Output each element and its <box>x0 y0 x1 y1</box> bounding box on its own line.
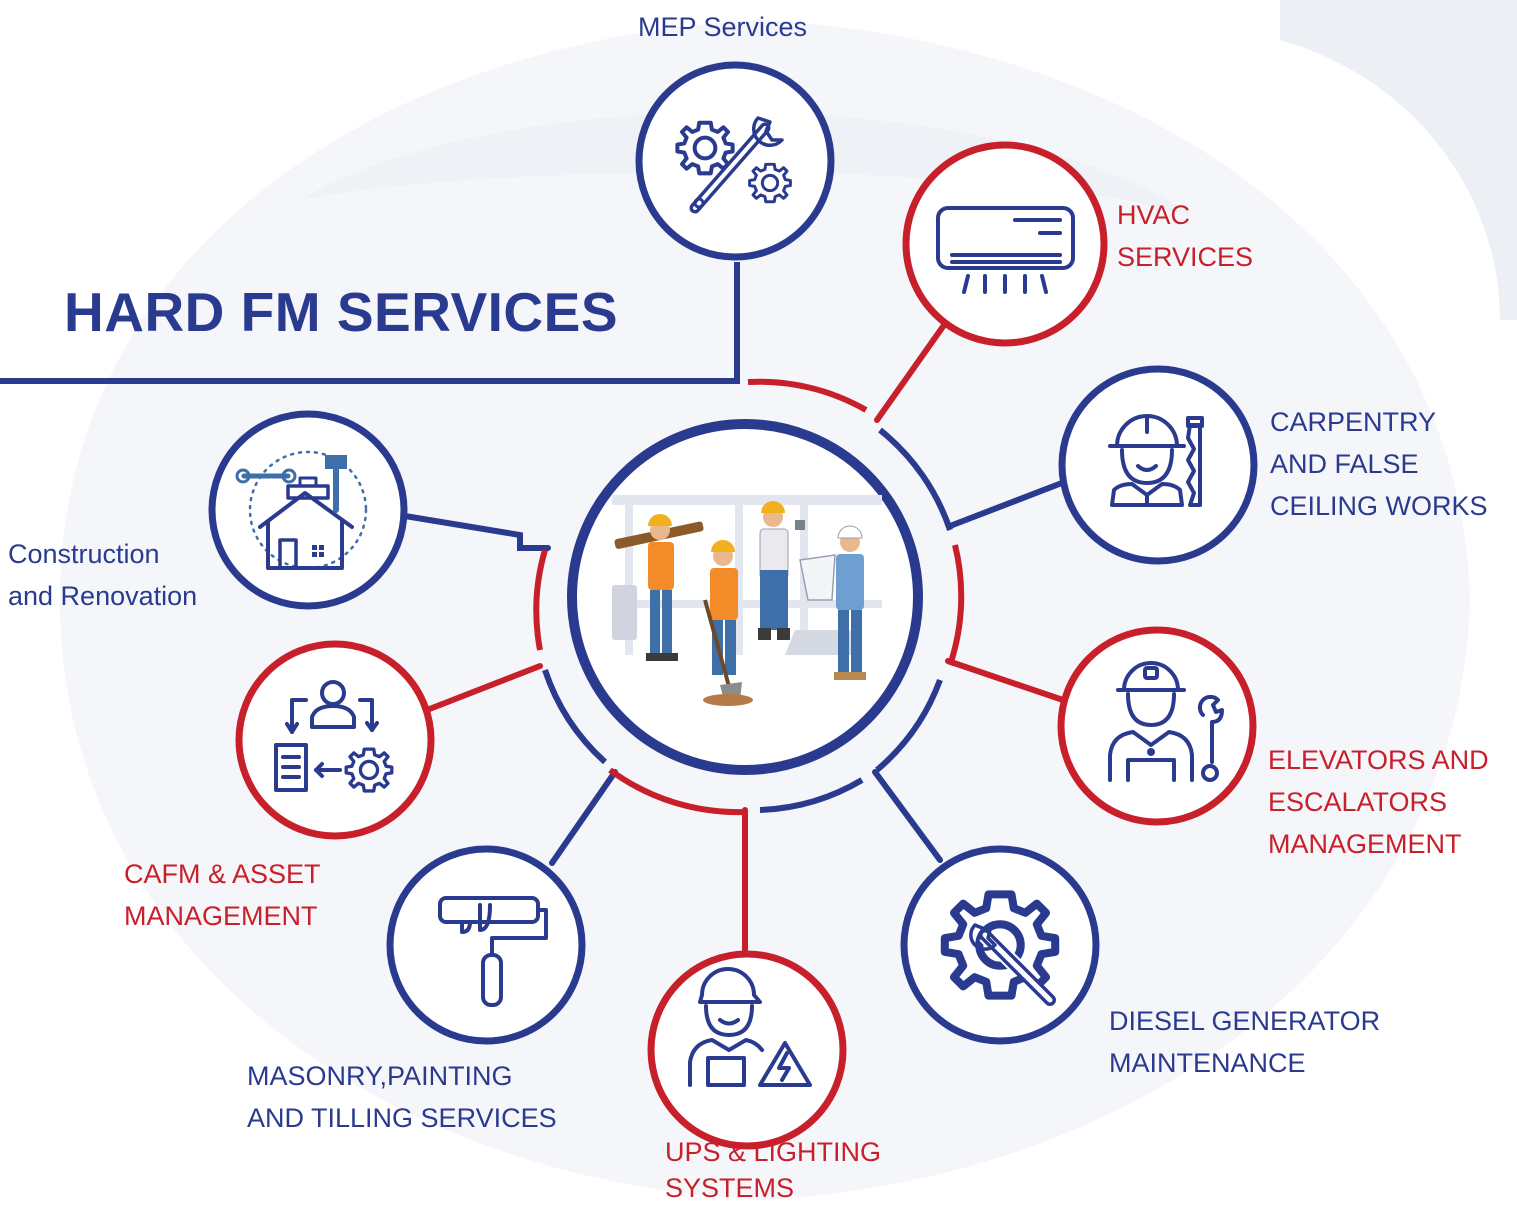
technician-wrench-icon <box>1108 661 1224 782</box>
gear-wrench-icon <box>677 116 792 214</box>
label-elevators: ELEVATORS AND ESCALATORS MANAGEMENT <box>1268 745 1489 859</box>
node-mep-services[interactable] <box>635 61 835 261</box>
node-cafm-asset[interactable] <box>235 640 435 840</box>
house-renovation-icon <box>235 450 368 570</box>
title-connector-line <box>0 262 740 384</box>
outer-ring <box>533 378 965 816</box>
worker-helmet-saw-icon <box>1108 414 1204 507</box>
node-diesel-generator[interactable] <box>900 845 1100 1045</box>
page-title: HARD FM SERVICES <box>64 281 618 343</box>
node-elevators[interactable] <box>1057 626 1257 826</box>
electrician-hazard-icon <box>688 967 812 1087</box>
label-ups-lighting: UPS & LIGHTING SYSTEMS <box>665 1137 882 1203</box>
node-construction-renovation[interactable] <box>208 410 408 610</box>
node-masonry-painting[interactable] <box>386 845 586 1045</box>
node-carpentry[interactable] <box>1058 365 1258 565</box>
node-hvac-services[interactable] <box>902 141 1108 347</box>
air-conditioner-icon <box>936 206 1075 294</box>
label-construction-renovation: Construction and Renovation <box>8 539 198 611</box>
node-ups-lighting[interactable] <box>647 950 847 1150</box>
gear-wrench-maintenance-icon <box>945 894 1055 1006</box>
construction-workers-illustration <box>612 495 882 706</box>
connector-lines <box>402 315 1070 958</box>
label-mep-services: MEP Services <box>638 12 808 42</box>
paint-roller-icon <box>438 896 548 1007</box>
label-masonry-painting: MASONRY,PAINTING AND TILLING SERVICES <box>247 1061 557 1133</box>
label-diesel-generator: DIESEL GENERATOR MAINTENANCE <box>1109 1006 1381 1078</box>
label-hvac-services: HVAC SERVICES <box>1117 200 1254 272</box>
center-hub <box>567 419 923 775</box>
label-cafm-asset: CAFM & ASSET MANAGEMENT <box>124 859 321 931</box>
label-carpentry: CARPENTRY AND FALSE CEILING WORKS <box>1270 407 1488 521</box>
asset-management-icon <box>274 680 394 793</box>
